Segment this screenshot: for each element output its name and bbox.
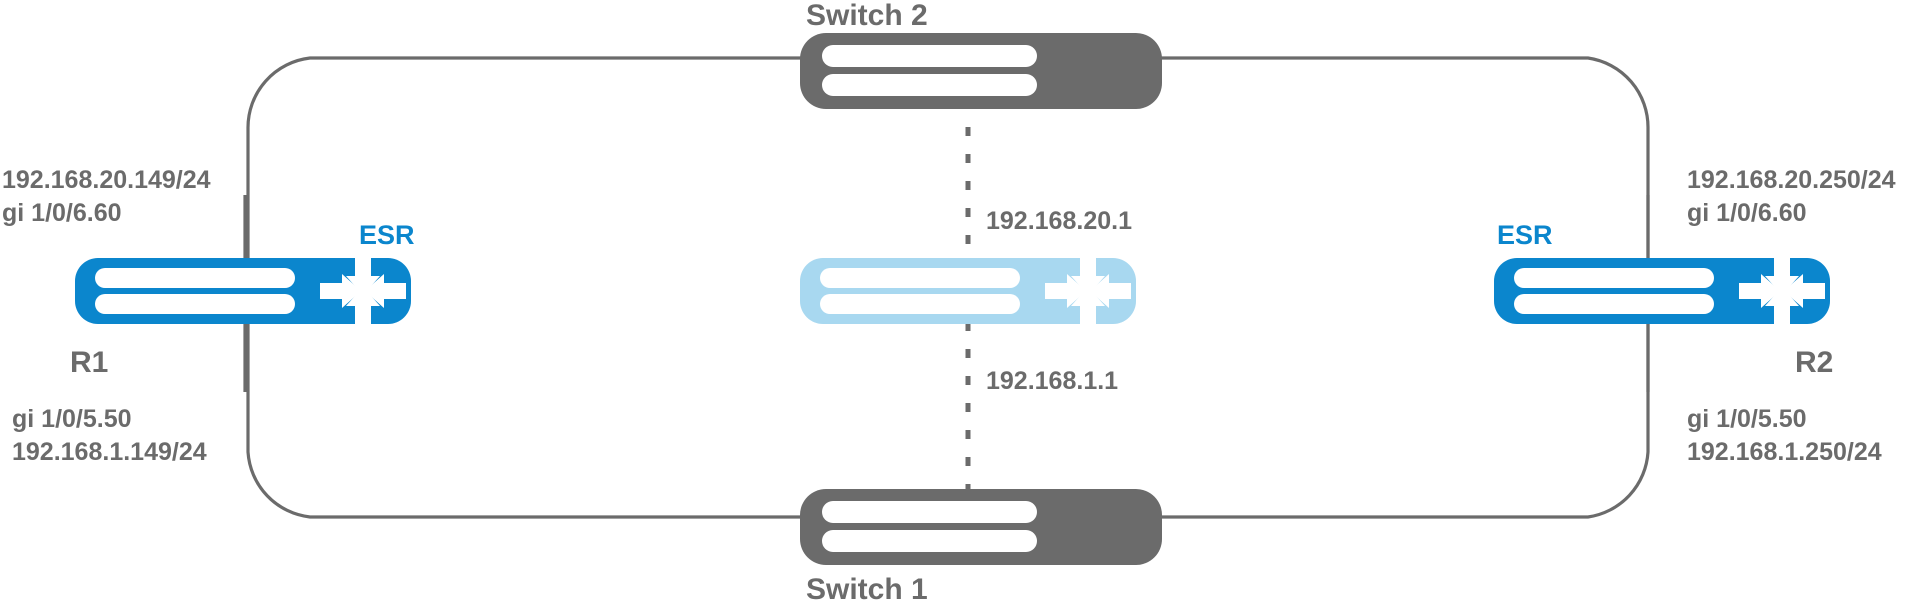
router-r1-slot-top bbox=[95, 268, 295, 288]
switch-1-node[interactable] bbox=[800, 489, 1162, 565]
r1-interface-top-line2: gi 1/0/6.60 bbox=[2, 199, 122, 227]
r1-interface-bottom-line2: 192.168.1.149/24 bbox=[12, 438, 207, 466]
router-center-slot-bottom bbox=[820, 294, 1020, 314]
r1-interface-bottom-line1: gi 1/0/5.50 bbox=[12, 405, 132, 433]
switch-2-chassis bbox=[800, 33, 1162, 109]
r1-name-label: R1 bbox=[70, 346, 109, 379]
router-center-node[interactable] bbox=[800, 254, 1136, 328]
router-r1-node[interactable] bbox=[75, 254, 411, 328]
router-r2-node[interactable] bbox=[1494, 254, 1830, 328]
center-gateway-ip-top: 192.168.20.1 bbox=[986, 207, 1132, 235]
switch-1-label: Switch 1 bbox=[806, 573, 928, 602]
router-r1-four-way-arrow-icon bbox=[320, 254, 406, 328]
r2-interface-top-line1: 192.168.20.250/24 bbox=[1687, 166, 1896, 194]
switch-1-slot-bottom bbox=[822, 530, 1037, 552]
router-r2-four-way-arrow-icon bbox=[1739, 254, 1825, 328]
router-r2-slot-top bbox=[1514, 268, 1714, 288]
router-center-four-way-arrow-icon bbox=[1045, 254, 1131, 328]
center-gateway-ip-bottom: 192.168.1.1 bbox=[986, 367, 1119, 395]
r1-esr-label: ESR bbox=[359, 220, 415, 250]
r2-interface-top-line2: gi 1/0/6.60 bbox=[1687, 199, 1807, 227]
r2-interface-bottom-line1: gi 1/0/5.50 bbox=[1687, 405, 1807, 433]
switch-2-node[interactable] bbox=[800, 33, 1162, 109]
switch-2-label: Switch 2 bbox=[806, 0, 928, 32]
router-r2-slot-bottom bbox=[1514, 294, 1714, 314]
r2-esr-label: ESR bbox=[1497, 220, 1553, 250]
r1-interface-top-line1: 192.168.20.149/24 bbox=[2, 166, 211, 194]
router-center-slot-top bbox=[820, 268, 1020, 288]
switch-1-slot-top bbox=[822, 501, 1037, 523]
switch-1-chassis bbox=[800, 489, 1162, 565]
switch-2-slot-bottom bbox=[822, 74, 1037, 96]
switch-2-slot-top bbox=[822, 45, 1037, 67]
r2-name-label: R2 bbox=[1795, 346, 1834, 379]
router-r1-slot-bottom bbox=[95, 294, 295, 314]
r2-interface-bottom-line2: 192.168.1.250/24 bbox=[1687, 438, 1882, 466]
